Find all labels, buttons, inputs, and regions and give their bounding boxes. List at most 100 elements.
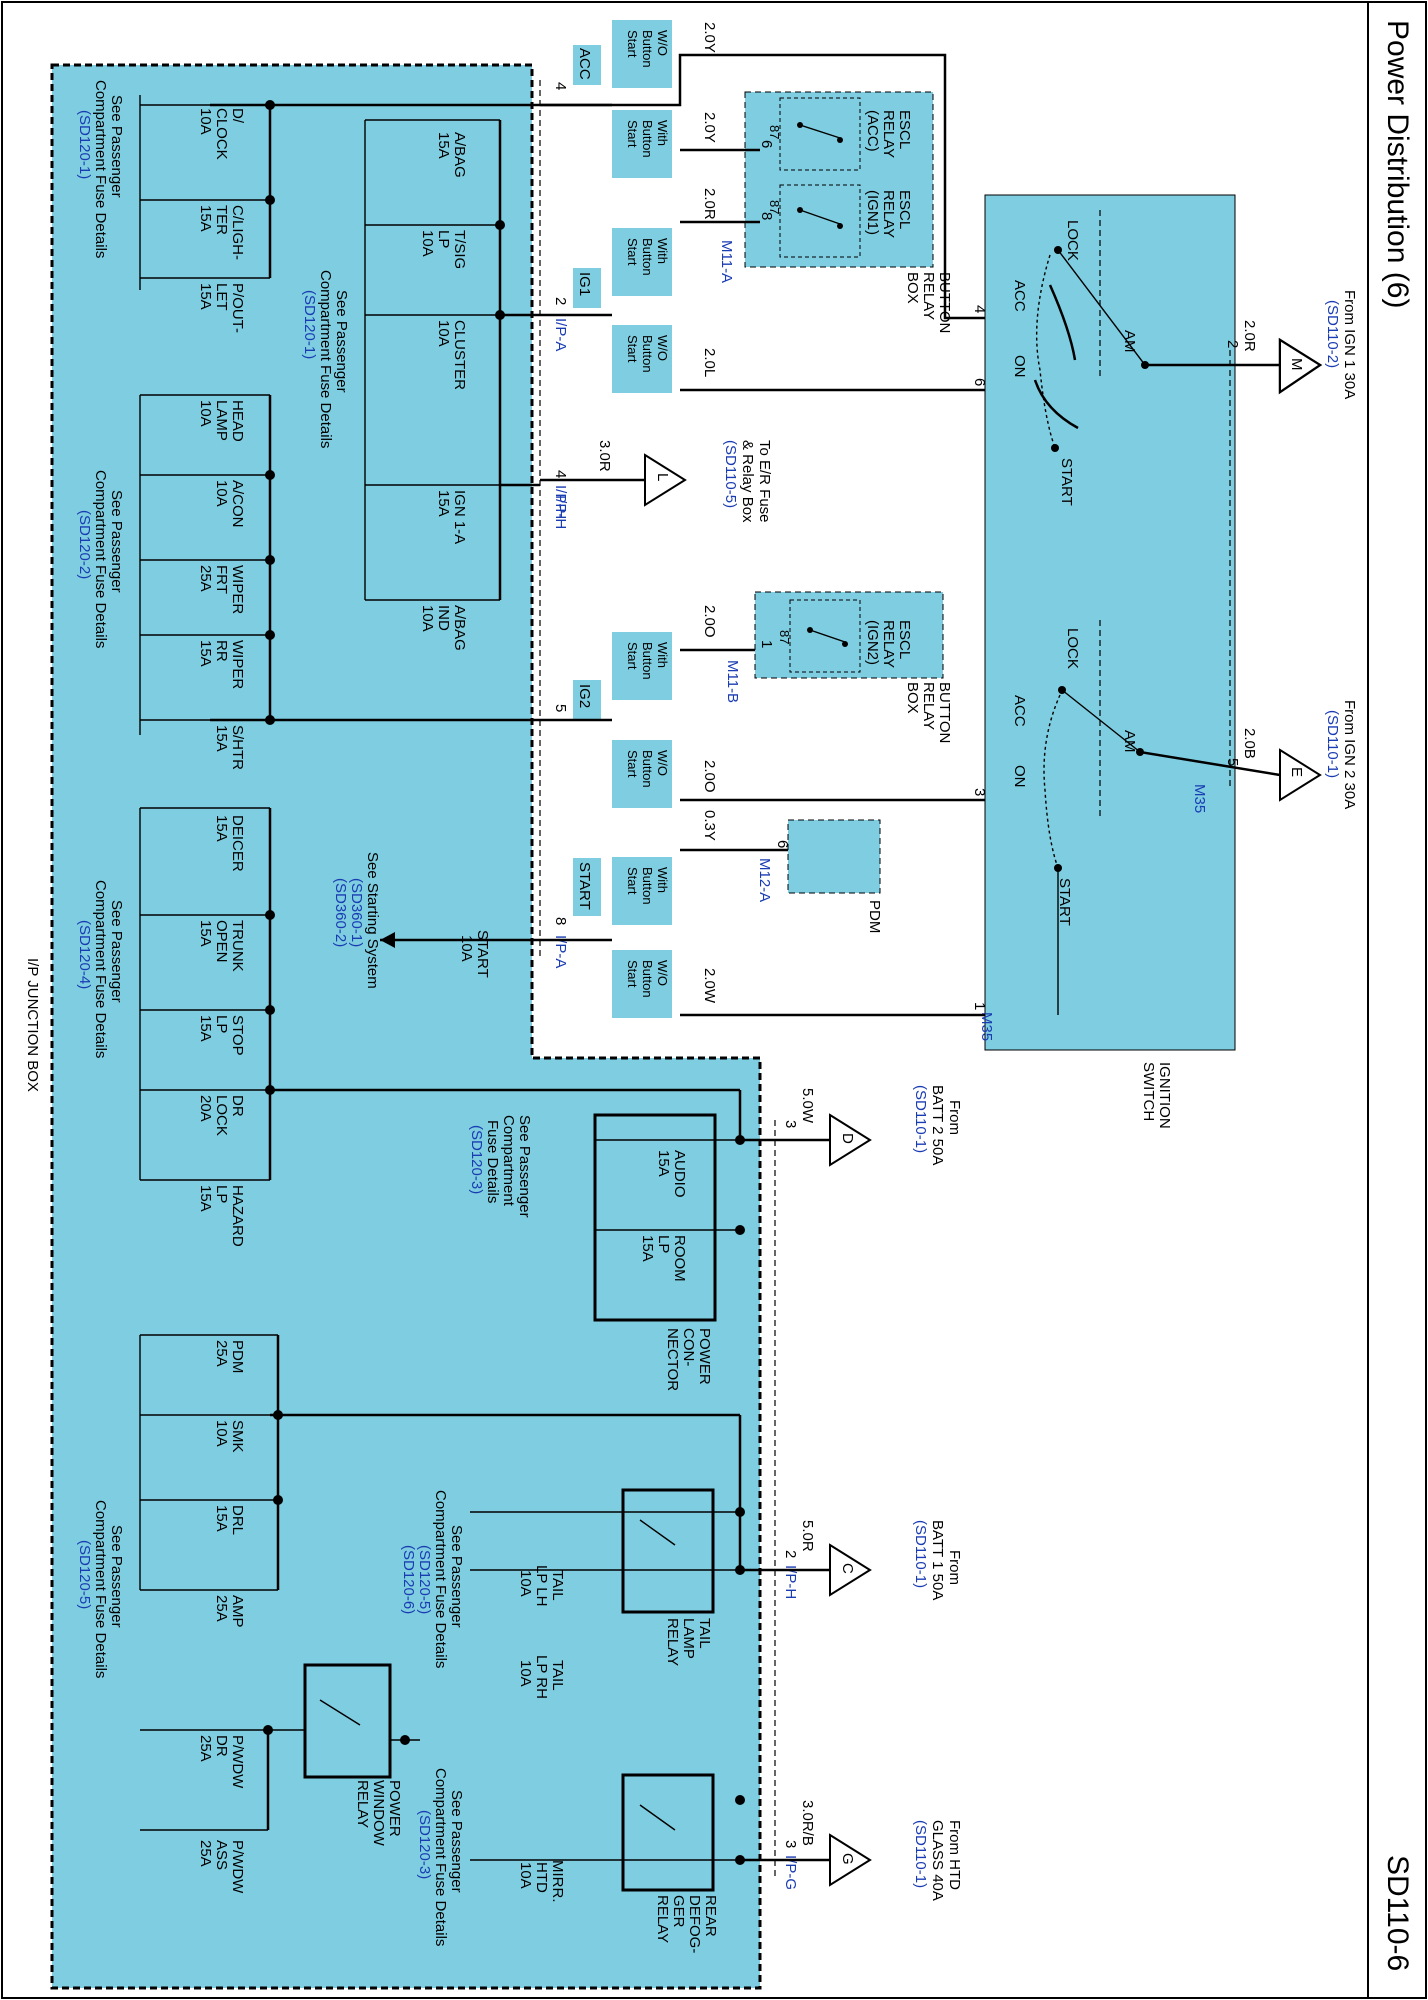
power-connector-label: POWER xyxy=(696,1328,713,1385)
svg-text:BOX: BOX xyxy=(904,272,921,304)
svg-text:10A: 10A xyxy=(419,230,436,257)
svg-text:GLASS 40A: GLASS 40A xyxy=(929,1820,946,1901)
svg-text:3: 3 xyxy=(782,1120,799,1128)
fuse-cluster: CLUSTER xyxy=(451,320,468,390)
svg-text:10A: 10A xyxy=(435,320,452,347)
svg-text:15A: 15A xyxy=(197,920,214,947)
svg-text:Start: Start xyxy=(625,238,640,266)
svg-text:2.0W: 2.0W xyxy=(701,968,718,1004)
svg-text:10A: 10A xyxy=(517,1660,534,1687)
svg-text:LAMP: LAMP xyxy=(213,400,230,441)
svg-text:0.3Y: 0.3Y xyxy=(701,810,718,841)
fuse-tsig: T/SIG xyxy=(451,230,468,269)
svg-text:LOCK: LOCK xyxy=(213,1095,230,1136)
svg-text:RELAY: RELAY xyxy=(664,1618,681,1666)
fuse-wiper-rr: WIPER xyxy=(229,640,246,689)
svg-text:(SD110-1): (SD110-1) xyxy=(912,1820,929,1888)
svg-text:Start: Start xyxy=(625,960,640,988)
svg-text:(SD120-3): (SD120-3) xyxy=(468,1125,485,1194)
ignition-connector-label: M35 xyxy=(1191,784,1208,813)
source-e: E From IGN 2 30A (SD110-1) 2.0B 5 xyxy=(1224,700,1358,809)
svg-text:G: G xyxy=(839,1853,856,1865)
see-rear-defog-fuses: See Passenger xyxy=(448,1790,465,1893)
svg-text:E: E xyxy=(1288,767,1305,777)
relay-escl-acc-label: ESCL xyxy=(896,110,913,149)
upper-am-label: AM xyxy=(1121,330,1138,353)
fuse-tail-lp-lh: TAIL xyxy=(549,1570,566,1601)
svg-text:Button: Button xyxy=(640,335,655,373)
svg-text:Compartment Fuse Details: Compartment Fuse Details xyxy=(92,80,109,258)
svg-text:(SD110-2): (SD110-2) xyxy=(1324,300,1341,368)
svg-text:From: From xyxy=(946,1550,963,1585)
svg-text:15A: 15A xyxy=(197,205,214,232)
fuse-group-5 xyxy=(139,1334,283,1591)
ignition-connector-label-2: M35 xyxy=(978,1012,995,1041)
svg-text:LP: LP xyxy=(213,1185,230,1203)
option-wo-3: W/O xyxy=(655,750,670,776)
see-sd120-3a: See Passenger xyxy=(516,1115,533,1218)
rear-defogger-relay xyxy=(621,1773,715,1892)
svg-text:Compartment Fuse Details: Compartment Fuse Details xyxy=(432,1768,449,1946)
lower-am-label: AM xyxy=(1121,730,1138,753)
svg-text:8: 8 xyxy=(552,917,569,925)
fuse-c-lighter: C/LIGH- xyxy=(229,205,246,260)
svg-text:15A: 15A xyxy=(655,1150,672,1177)
fuse-start: START xyxy=(474,930,491,978)
power-connector xyxy=(593,1113,717,1322)
svg-text:(SD120-5): (SD120-5) xyxy=(416,1545,433,1614)
svg-text:RELAY: RELAY xyxy=(654,1895,671,1943)
svg-text:(SD110-1): (SD110-1) xyxy=(1324,710,1341,778)
svg-text:1: 1 xyxy=(758,640,775,648)
svg-text:(SD120-6): (SD120-6) xyxy=(400,1545,417,1614)
svg-text:Start: Start xyxy=(625,30,640,58)
svg-text:25A: 25A xyxy=(197,1840,214,1867)
svg-text:15A: 15A xyxy=(213,815,230,842)
option-boxes xyxy=(612,20,672,1018)
svg-text:HTD: HTD xyxy=(533,1862,550,1893)
svg-text:LAMP: LAMP xyxy=(680,1618,697,1659)
svg-text:LP: LP xyxy=(655,1235,672,1253)
svg-text:Start: Start xyxy=(625,867,640,895)
svg-text:10A: 10A xyxy=(517,1862,534,1889)
circuit-acc: ACC xyxy=(576,48,593,80)
svg-text:BUTTON: BUTTON xyxy=(936,682,953,743)
fuse-drl: DRL xyxy=(229,1505,246,1535)
lower-acc-label: ACC xyxy=(1011,695,1028,727)
page-code: SD110-6 xyxy=(1381,1855,1414,1971)
option-with-4: With xyxy=(655,867,670,893)
fuse-tail-lp-rh: TAIL xyxy=(549,1660,566,1691)
svg-text:87: 87 xyxy=(777,630,792,644)
svg-text:Start: Start xyxy=(625,642,640,670)
fuse-group-1 xyxy=(139,95,275,290)
fuse-head-lamp: HEAD xyxy=(229,400,246,442)
svg-text:1: 1 xyxy=(971,1002,988,1010)
svg-text:2.0Y: 2.0Y xyxy=(701,22,718,53)
svg-text:LET: LET xyxy=(213,283,230,311)
power-window-relay xyxy=(303,1663,392,1779)
source-c: C From BATT 1 50A (SD110-1) 5.0R 2 I/P-H xyxy=(782,1520,963,1600)
svg-text:I/P-G: I/P-G xyxy=(782,1855,799,1890)
svg-text:5.0W: 5.0W xyxy=(799,1088,816,1124)
svg-text:2.0Y: 2.0Y xyxy=(701,112,718,143)
svg-text:Button: Button xyxy=(640,238,655,276)
svg-text:10A: 10A xyxy=(517,1570,534,1597)
source-d: D From BATT 2 50A (SD110-1) 5.0W 3 xyxy=(782,1085,963,1167)
fuse-group-3 xyxy=(139,394,275,735)
option-with-3: With xyxy=(655,642,670,668)
upper-on-label: ON xyxy=(1011,355,1028,378)
svg-text:(SD120-2): (SD120-2) xyxy=(76,510,93,579)
lower-start-label: START xyxy=(1056,878,1073,926)
svg-text:3.0R/B: 3.0R/B xyxy=(799,1800,816,1846)
svg-text:(ACC): (ACC) xyxy=(864,110,881,152)
svg-text:3: 3 xyxy=(782,1840,799,1848)
svg-text:2.0L: 2.0L xyxy=(701,348,718,377)
relay-escl-ign1-label: ESCL xyxy=(896,190,913,229)
source-l: L To E/R Fuse & Relay Box (SD110-5) 3.0R… xyxy=(552,440,773,523)
connector-m12a: M12-A xyxy=(756,858,773,902)
svg-text:10A: 10A xyxy=(197,400,214,427)
tail-lamp-relay xyxy=(621,1488,715,1614)
svg-text:OPEN: OPEN xyxy=(213,920,230,963)
svg-text:15A: 15A xyxy=(435,132,452,159)
upper-start-label: START xyxy=(1058,458,1075,506)
